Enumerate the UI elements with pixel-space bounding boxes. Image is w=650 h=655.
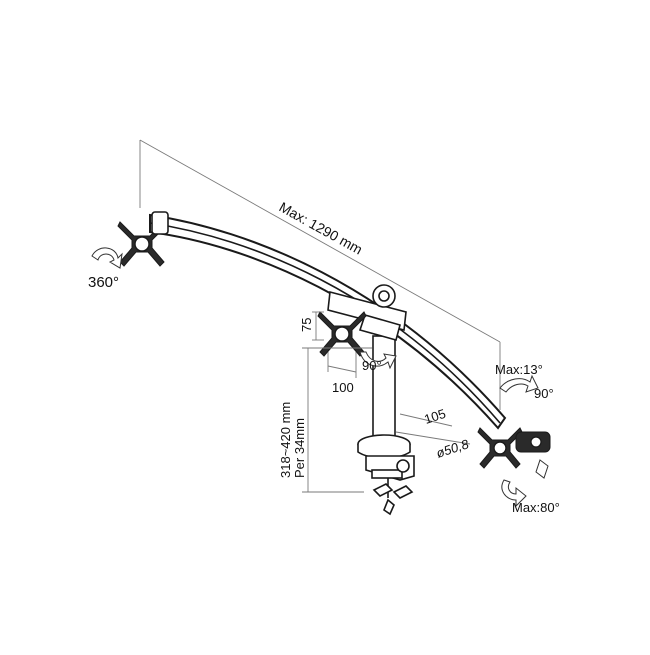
center-vesa-plate	[317, 311, 367, 357]
height-range-label: 318~420 mm	[278, 402, 293, 478]
clamp-depth-label: 105	[422, 406, 447, 427]
rotation-arrow-icon	[91, 247, 549, 508]
pole-diameter-label: ø50,8	[434, 436, 471, 461]
right-vesa-plate	[477, 427, 551, 469]
right-rotation-label: 90°	[534, 386, 554, 401]
width-label: Max: 1290 mm	[277, 199, 366, 258]
center-rotation-label: 90°	[362, 358, 382, 373]
pole-length-label: Per 34mm	[292, 418, 307, 478]
height-dimension: 318~420 mm Per 34mm	[278, 347, 372, 493]
vesa-dimensions: 75 100	[299, 311, 357, 395]
right-tilt-label: Max:13°	[495, 362, 543, 377]
center-hub	[327, 284, 407, 341]
left-rotation-label: 360°	[88, 274, 119, 291]
desk-clamp	[365, 455, 415, 516]
vesa-width-label: 100	[332, 380, 354, 395]
left-vesa-plate	[117, 211, 169, 267]
right-swivel-label: Max:80°	[512, 500, 560, 515]
cross-bar	[149, 213, 507, 430]
vesa-height-label: 75	[299, 318, 314, 332]
